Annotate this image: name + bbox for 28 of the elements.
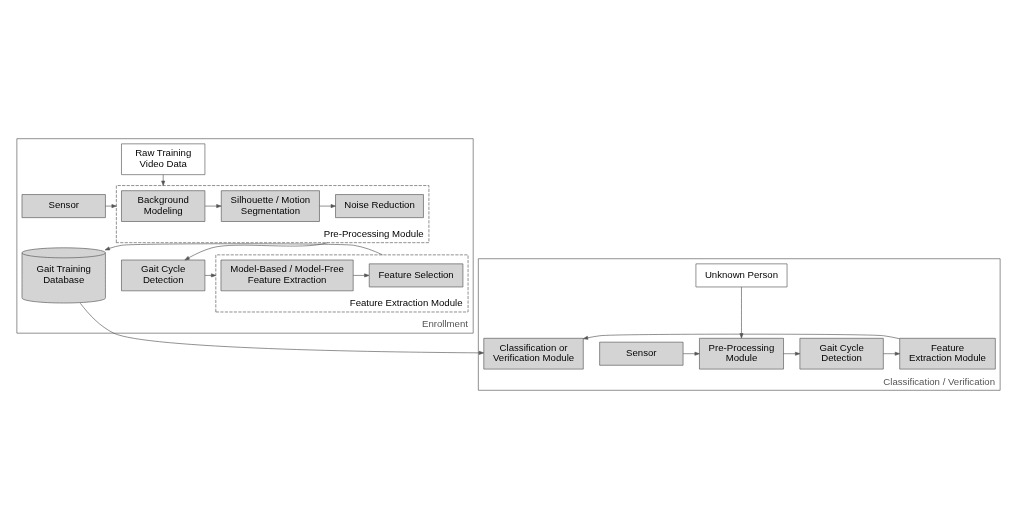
node-box: Silhouette / Motion Segmentation — [220, 189, 320, 222]
arrow — [184, 241, 328, 260]
arrow — [204, 273, 217, 277]
arrow — [104, 242, 383, 255]
arrow — [682, 351, 700, 356]
arrow — [319, 203, 336, 208]
arrow — [161, 174, 166, 186]
node-box: Noise Reduction — [335, 193, 424, 218]
node-box: Raw Training Video Data — [121, 143, 206, 175]
node-box: Model-Based / Model-Free Feature Extraction — [220, 259, 354, 291]
node-box: Pre-Processing Module — [699, 337, 784, 369]
arrow — [105, 203, 117, 208]
arrow — [353, 273, 370, 277]
arrow — [739, 286, 744, 338]
node-box: Feature Extraction Module — [899, 337, 996, 369]
node-box: Gait Cycle Detection — [799, 337, 884, 369]
node-box: Sensor — [21, 193, 106, 218]
arrow — [582, 333, 900, 340]
arrow — [783, 351, 801, 356]
node-box: Background Modeling — [121, 189, 206, 222]
arrow — [80, 302, 484, 355]
node-box: Classification or Verification Module — [483, 337, 584, 369]
node-box: Gait Cycle Detection — [121, 259, 206, 291]
node-box: Sensor — [599, 341, 684, 366]
arrow — [204, 203, 222, 208]
node-box: Feature Selection — [368, 263, 464, 287]
arrow — [883, 351, 900, 356]
node-box: Unknown Person — [695, 263, 788, 287]
